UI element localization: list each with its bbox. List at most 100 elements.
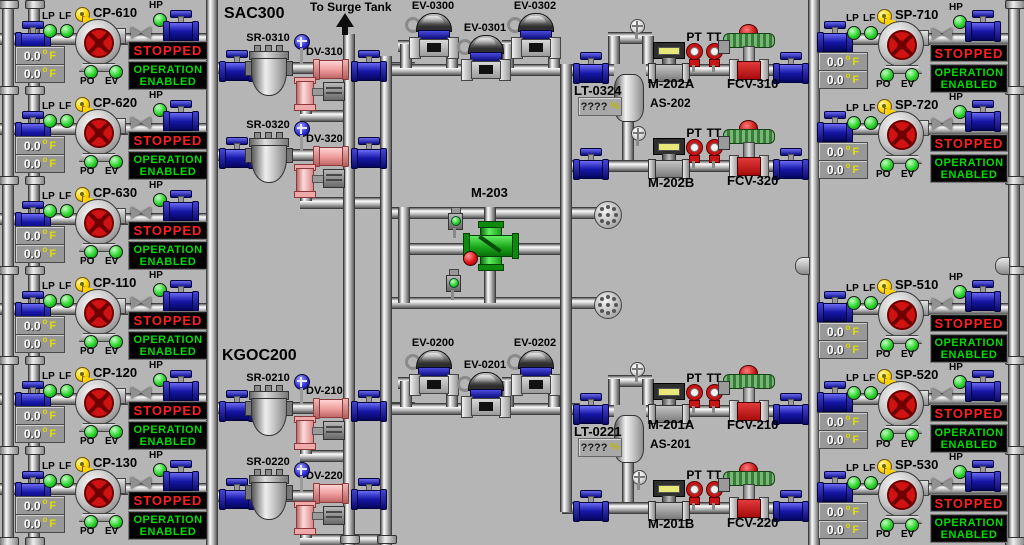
flow-meter[interactable] [648, 42, 690, 83]
ev-indicator [109, 245, 123, 259]
discharge-valve[interactable] [965, 100, 1001, 132]
dv-valve[interactable]: DV-320 [294, 133, 349, 198]
control-valve[interactable] [718, 462, 775, 519]
pump-impeller [887, 120, 917, 150]
po-indicator [84, 245, 98, 259]
lp-label: LP [42, 191, 55, 202]
isolation-valve[interactable] [573, 490, 609, 522]
discharge-valve[interactable] [965, 460, 1001, 492]
ev-valve-label: EV-0201 [463, 359, 507, 371]
transmitter-label: TT [706, 468, 722, 482]
discharge-valve[interactable] [965, 10, 1001, 42]
isolation-valve[interactable] [773, 148, 809, 180]
isolation-valve[interactable] [573, 148, 609, 180]
pipe [608, 379, 620, 405]
hp-label: HP [149, 450, 163, 461]
ev-valve[interactable]: EV-0200 [404, 337, 462, 397]
mixer-instrument [447, 207, 463, 241]
pump-impeller [887, 480, 917, 510]
po-indicator [84, 155, 98, 169]
strainer-body [251, 398, 287, 436]
mixer-valve[interactable] [463, 221, 519, 271]
fcv-valve-body [737, 402, 761, 421]
dv-valve-body [313, 398, 349, 419]
po-label: PO [876, 79, 891, 90]
suction-valve[interactable] [817, 291, 853, 323]
lt-value: ???? [580, 100, 608, 113]
ev-valve[interactable]: EV-0302 [506, 0, 564, 60]
ev-valve[interactable]: EV-0301 [456, 22, 514, 82]
flow-meter[interactable] [648, 480, 690, 521]
pump-label: CP-610 [93, 5, 138, 20]
strainer-body [251, 482, 287, 520]
lf-label: LF [59, 11, 72, 22]
ev-valve[interactable]: EV-0300 [404, 0, 462, 60]
ev-valve[interactable]: EV-0202 [506, 337, 564, 397]
suction-valve[interactable] [817, 471, 853, 503]
isolation-valve[interactable] [351, 478, 387, 510]
pump-label: CP-110 [93, 275, 137, 290]
level-display[interactable]: ???? % [578, 438, 622, 457]
vent-valve [630, 19, 645, 39]
po-indicator [880, 338, 894, 352]
flow-meter[interactable] [648, 138, 690, 179]
dv-valve-body [313, 483, 349, 504]
ev-label: EV [901, 439, 915, 450]
ev-indicator [109, 65, 123, 79]
discharge-valve[interactable] [163, 370, 199, 402]
isolation-valve[interactable] [573, 52, 609, 84]
lp-label: LP [846, 373, 859, 384]
fcv-positioner [718, 136, 730, 150]
discharge-valve[interactable] [965, 370, 1001, 402]
lf-indicator [60, 474, 74, 488]
discharge-valve[interactable] [163, 100, 199, 132]
discharge-valve[interactable] [163, 10, 199, 42]
dv-valve[interactable]: DV-310 [294, 46, 349, 111]
flow-meter[interactable] [648, 383, 690, 424]
lf-label: LF [863, 13, 876, 24]
discharge-valve[interactable] [163, 460, 199, 492]
vent-valve [631, 126, 646, 146]
control-valve[interactable] [718, 24, 775, 81]
dv-valve[interactable]: DV-220 [294, 470, 349, 535]
hp-label: HP [149, 90, 163, 101]
hp-label: HP [949, 452, 963, 463]
pipe-flange [1005, 0, 1024, 9]
lf-indicator [60, 384, 74, 398]
po-label: PO [876, 169, 891, 180]
ev-valve-body [521, 39, 551, 57]
ev-indicator [109, 335, 123, 349]
surge-tank-label: To Surge Tank [310, 0, 392, 14]
suction-valve[interactable] [817, 381, 853, 413]
level-display[interactable]: ???? % [578, 97, 622, 116]
lp-label: LP [42, 461, 55, 472]
ev-valve-label: EV-0300 [411, 0, 455, 12]
isolation-valve[interactable] [573, 393, 609, 425]
isolation-valve[interactable] [351, 50, 387, 82]
isolation-valve[interactable] [351, 137, 387, 169]
control-valve[interactable] [718, 365, 775, 422]
dv-valve[interactable]: DV-210 [294, 385, 349, 450]
suction-valve[interactable] [817, 21, 853, 53]
po-indicator [880, 68, 894, 82]
discharge-valve[interactable] [163, 190, 199, 222]
discharge-valve[interactable] [163, 280, 199, 312]
strainer-label: SR-0310 [246, 32, 290, 44]
vent-ball [631, 126, 646, 141]
ev-valve[interactable]: EV-0201 [456, 359, 514, 419]
isolation-valve[interactable] [773, 393, 809, 425]
control-valve[interactable] [718, 120, 775, 177]
isolation-valve[interactable] [351, 390, 387, 422]
isolation-valve[interactable] [773, 52, 809, 84]
strainer: SR-0310 [245, 32, 293, 96]
lp-indicator [847, 386, 861, 400]
vessel-label: AS-201 [650, 437, 691, 451]
discharge-valve[interactable] [965, 280, 1001, 312]
suction-valve[interactable] [817, 111, 853, 143]
isolation-valve[interactable] [773, 490, 809, 522]
